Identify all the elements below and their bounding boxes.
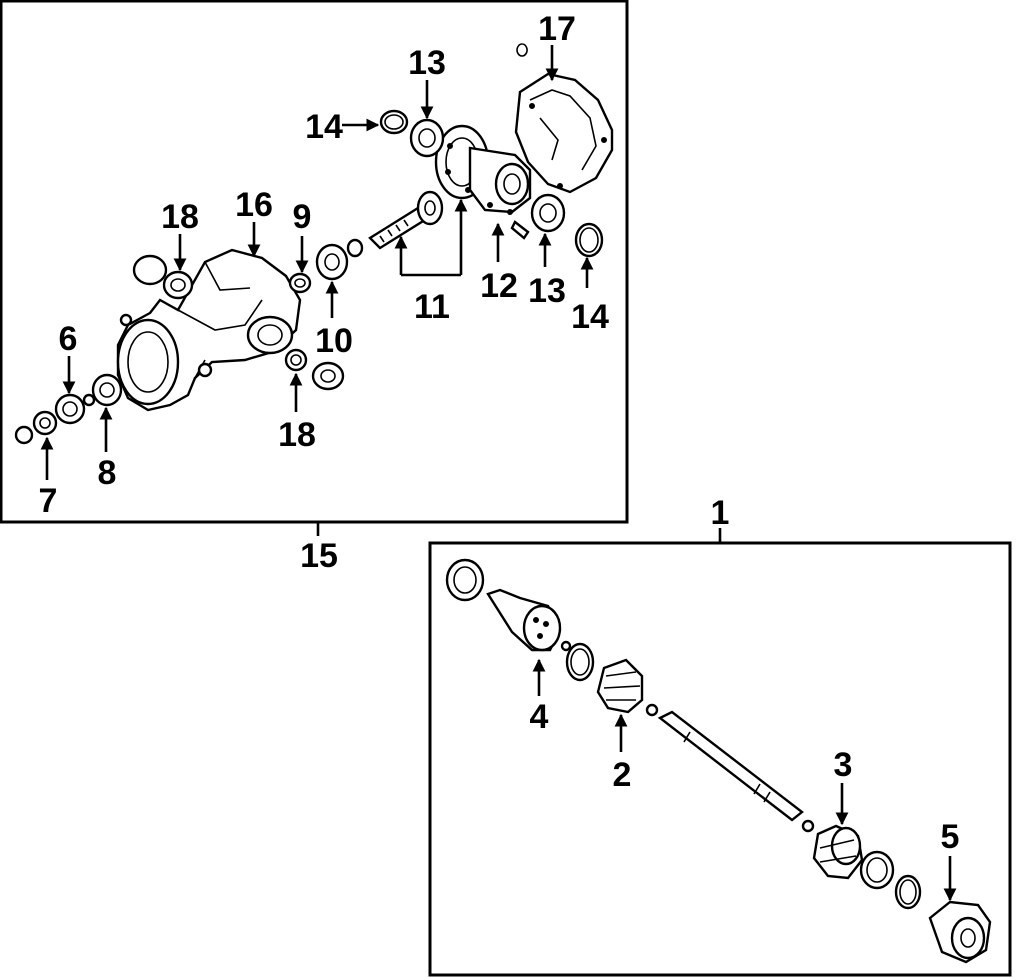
callout-1: 1 bbox=[711, 494, 730, 532]
callout-labels: 17 13 14 18 16 9 12 13 11 14 6 10 18 8 7… bbox=[39, 10, 960, 856]
callout-6: 6 bbox=[59, 320, 78, 358]
callout-11: 11 bbox=[414, 288, 450, 326]
callout-18-upper: 18 bbox=[161, 198, 199, 236]
callout-13-upper: 13 bbox=[408, 44, 446, 82]
bearings-and-seals bbox=[14, 109, 604, 445]
callout-15: 15 bbox=[300, 537, 338, 575]
ring-and-pinion-gears bbox=[368, 190, 444, 250]
callout-13-lower: 13 bbox=[528, 272, 566, 310]
callout-8: 8 bbox=[98, 454, 117, 492]
callout-5: 5 bbox=[941, 818, 960, 856]
callout-4: 4 bbox=[530, 698, 549, 736]
callout-17: 17 bbox=[538, 10, 576, 48]
callout-14-upper: 14 bbox=[305, 108, 343, 146]
callout-9: 9 bbox=[293, 198, 312, 236]
callout-7: 7 bbox=[39, 482, 58, 520]
callout-3: 3 bbox=[834, 746, 853, 784]
differential-carrier-housing bbox=[116, 248, 302, 412]
axle-shaft-assembly bbox=[445, 558, 992, 964]
callout-14-lower: 14 bbox=[571, 298, 609, 336]
callout-18-lower: 18 bbox=[278, 416, 316, 454]
callout-16: 16 bbox=[235, 186, 273, 224]
callout-2: 2 bbox=[613, 756, 632, 794]
callout-10: 10 bbox=[315, 322, 353, 360]
callout-12: 12 bbox=[480, 267, 518, 305]
leader-lines bbox=[40, 45, 957, 902]
differential-frame bbox=[0, 0, 629, 524]
differential-case bbox=[434, 124, 532, 240]
carrier-cover bbox=[514, 43, 614, 194]
